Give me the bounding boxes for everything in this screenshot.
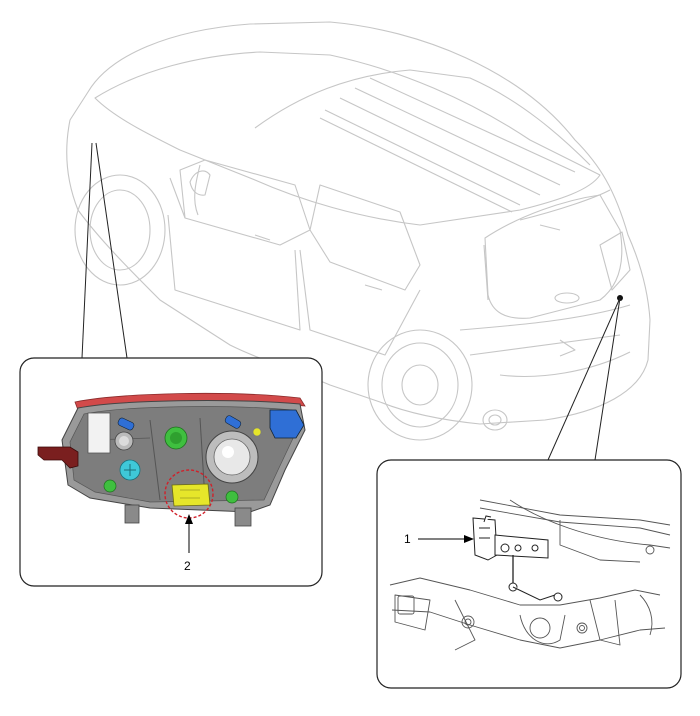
callout-2-label: 2: [184, 559, 191, 573]
callout-2: 2: [184, 514, 193, 573]
height-sensor-icon: [472, 515, 563, 602]
leader-lines: [81, 142, 621, 461]
sensor-detail-panel: 1: [376, 459, 682, 689]
suspension-line-art: [389, 499, 671, 651]
vehicle-illustration: [66, 21, 651, 441]
headlamp-detail-panel: 2: [19, 357, 323, 587]
callout-1-label: 1: [404, 532, 411, 546]
headlamp-assembly-icon: [37, 392, 306, 527]
callout-1: 1: [404, 532, 474, 546]
